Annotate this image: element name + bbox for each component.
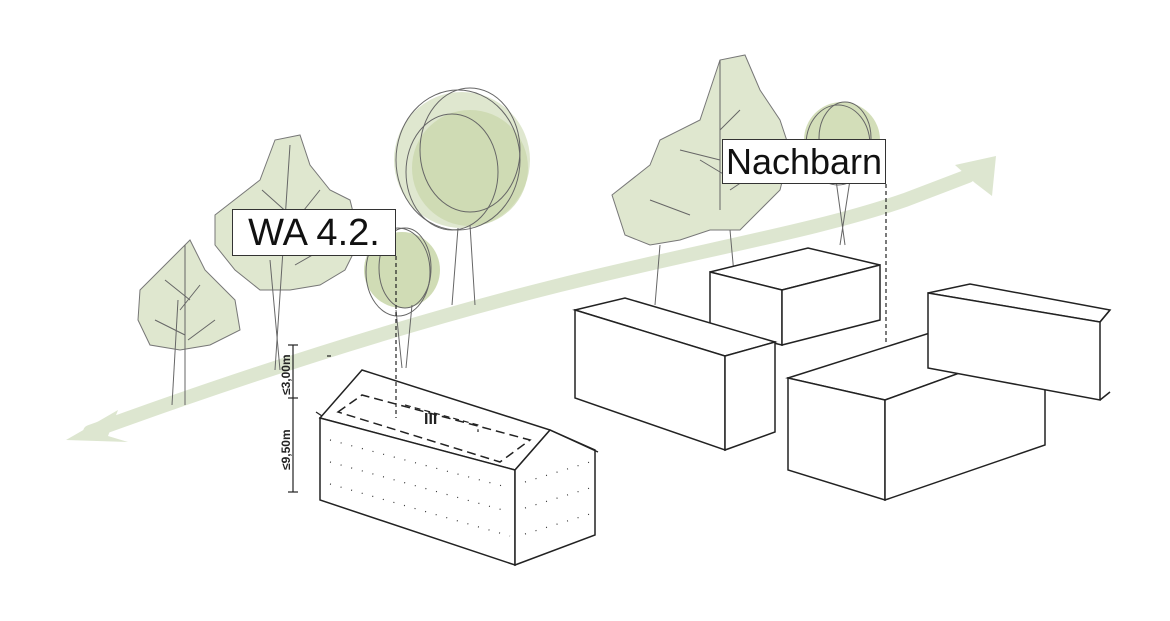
zone-label: WA 4.2. [232,209,396,256]
arrow-head-left [66,410,128,442]
tree-left-small [137,239,241,406]
neighbour-block-far-right [927,283,1112,401]
window-dots [329,439,591,537]
neighbours-label-text: Nachbarn [725,140,883,182]
house-wa: III [318,369,599,567]
arrow-head-right [955,156,996,196]
neighbour-block-back [709,247,881,346]
wall-height-label: ≤9,50m [279,429,293,470]
storey-count: III [424,411,437,428]
roof-height-label: ≤3,00m [279,354,293,395]
green-corridor-arrow [66,156,996,442]
tree-round-large [394,87,530,306]
zone-label-text: WA 4.2. [248,211,380,254]
neighbours-label: Nachbarn [722,139,886,184]
neighbour-block-front-left [572,297,778,452]
height-dimensions [288,344,331,493]
